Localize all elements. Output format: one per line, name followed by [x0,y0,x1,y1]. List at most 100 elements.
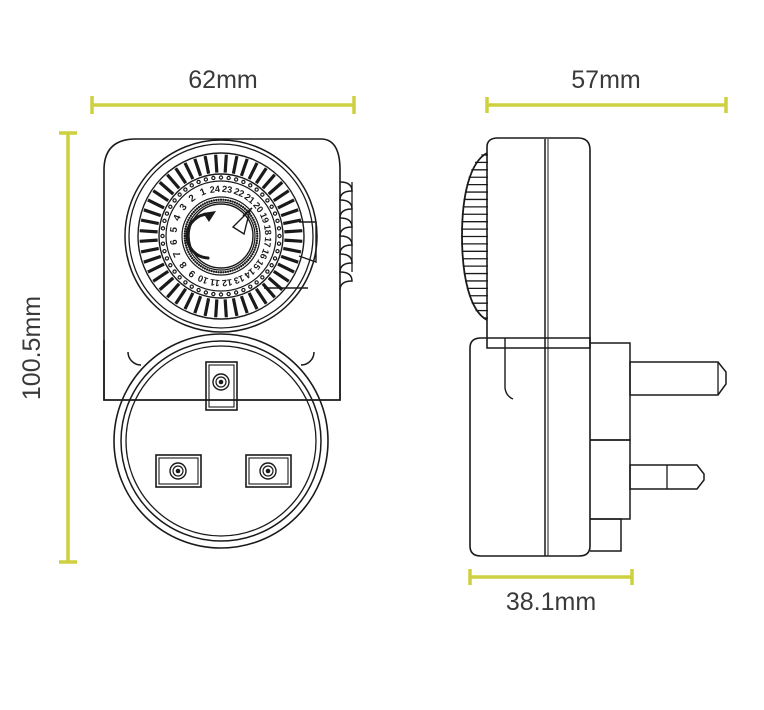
dial-hour-20: 20 [251,200,265,214]
dial-minute-dot [256,234,259,238]
dial-segment-dot [254,280,259,285]
dial-segment [140,246,160,254]
dial-minute-dot [199,265,202,268]
socket-outlet[interactable] [113,333,329,549]
dial-segment [277,262,295,274]
neutral-slot-hole-inner [262,465,274,477]
dial-knob[interactable] [188,203,254,269]
side-switch[interactable] [339,181,353,291]
dial-segment-dot [226,175,231,181]
dial-segment-dot [269,263,274,268]
dial-minute-dot [189,255,192,258]
dial-segment [272,269,290,283]
dial-minute-dot [254,223,257,226]
dial-minute-dot [192,258,195,262]
dial-minute-dot [256,237,259,240]
neutral-slot-hole-core [265,468,271,474]
neutral-slot-outer [245,454,292,488]
dial-minute-dot [212,270,216,273]
live-slot-hole-outer [169,462,187,480]
dial-hour-7: 7 [171,249,183,259]
dial-segment-dot [203,290,209,295]
dial-minute-dot [248,256,251,260]
dial-minute-dot [184,227,187,231]
dial-minute-dot [186,248,189,252]
dial-minute-dot [210,199,213,203]
dial-segment [139,229,158,234]
dial-minute-dot [187,250,190,254]
dial-segment [247,292,259,310]
dial-segment-dot [160,233,165,239]
dial-number-ring-outer [165,180,277,292]
dial-segment-dot [241,179,246,185]
body-lower-edge [103,340,341,401]
dimension-side-height: 57mm [485,66,728,113]
dial-hour-12: 12 [221,277,232,288]
dial-minute-dot [187,218,190,222]
dimension-label-body-depth: 38.1mm [506,588,596,616]
earth-slot-outer [205,361,238,411]
live-slot-inner [158,457,199,485]
dial-minute-dot [251,216,254,220]
earth-slot-hole-outer [212,373,230,391]
dial-segment-dot [196,179,201,185]
dial-minute-dot [215,198,218,202]
dial-segment-ring-outer [137,152,305,320]
dial-segment-dot [168,263,173,268]
live-slot [155,454,202,488]
dial-segment-dot [211,175,216,181]
socket-ear-right [300,351,315,366]
knurled-dial-edge [461,152,488,321]
dial-hour-11: 11 [209,277,220,288]
dial-segment-dots [160,175,282,297]
dial-minute-dot [251,253,254,256]
switch-ribs [339,181,353,291]
pin-base-lower [590,518,622,552]
dial-segment [267,181,284,196]
dial-hour-10: 10 [196,273,209,286]
dial-segment-dot [183,187,188,192]
dial-segment [193,295,203,314]
dial-segment-dot [260,275,265,280]
dial-segment-dot [276,241,282,246]
dial-minute-dot [256,232,259,235]
dial-minute-dot [253,248,256,252]
dial-segment [214,154,219,173]
body-profile-upper [486,137,591,349]
dial-segment [282,246,302,254]
dial-minute-dot [219,198,223,201]
dial-minute-dots [183,198,259,274]
dial-segment [139,238,158,243]
dial-minute-dot [201,266,205,269]
dial-minute-dot [188,216,191,220]
dial-minute-dot [188,253,191,256]
line-pin-body [629,464,705,490]
dial-segment-dot [272,256,278,261]
dial-segment-dot [172,269,177,274]
dial-segment-dot [218,175,224,180]
dial-minute-dot [250,214,253,217]
line-pin [629,464,705,490]
dial-minute-dot [255,230,259,233]
dial-segment [193,158,203,177]
dial-minute-dot [194,209,197,212]
dial-segment-dot [164,211,170,216]
dial-segment-dot [172,198,177,203]
dial-minute-dot [254,244,258,247]
dial-pointer [231,207,252,236]
dial-minute-dot [205,201,209,204]
dial-segment [174,167,188,185]
dial-minute-dot [195,262,199,265]
neutral-slot-hole-outer [259,462,277,480]
body-profile-lower [469,337,591,557]
dial-minute-dot [253,220,256,224]
dial-minute-dot [231,269,234,272]
dial-minute-dot [183,232,186,235]
dial-segment [223,299,228,318]
dial-segment [147,262,165,274]
dial-segment [282,218,302,226]
knob-arrowhead [203,211,216,222]
earth-slot-inner [208,364,235,408]
dial-hour-22: 22 [232,186,245,199]
